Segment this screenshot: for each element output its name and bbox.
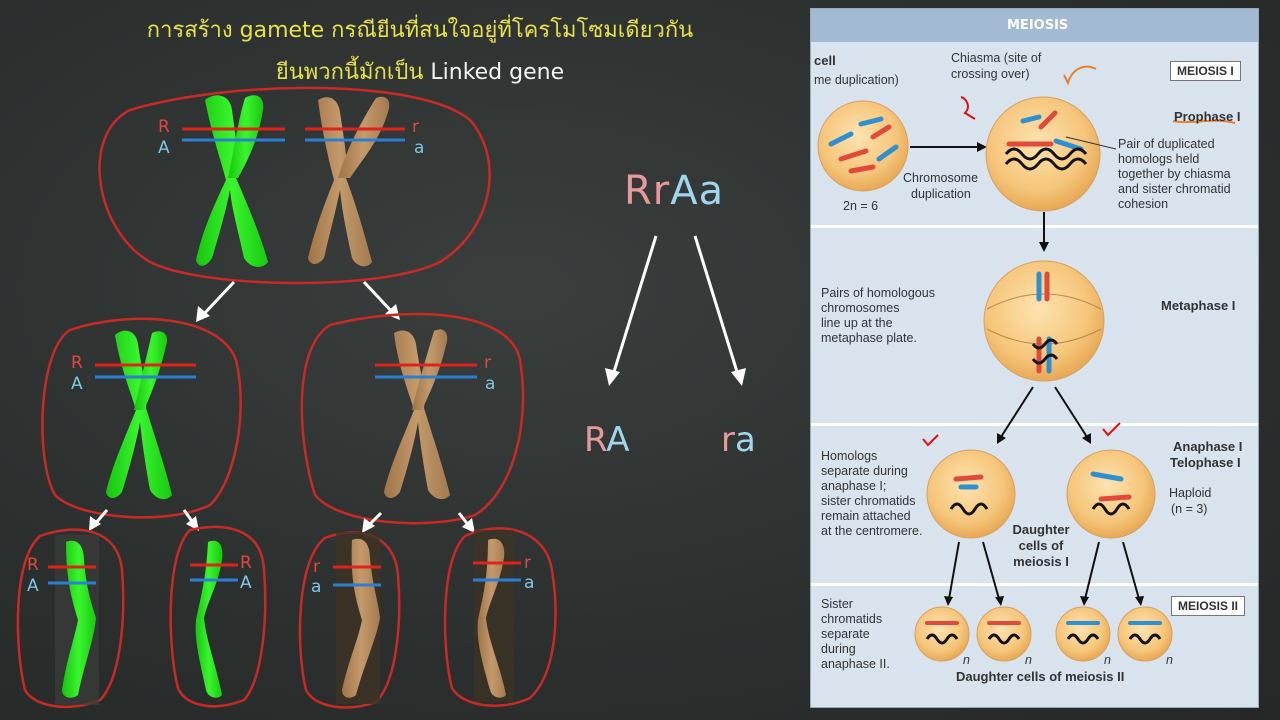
allele-label-R: R <box>27 555 39 575</box>
pair-text-line: together by chiasma <box>1118 167 1231 181</box>
genotype-formula: RrAa <box>624 168 724 214</box>
gamete-3-tan-chromatid <box>342 538 380 698</box>
allele-label-R: R <box>158 117 170 137</box>
sister-text-line: anaphase II. <box>821 657 890 671</box>
genotype-Aa: Aa <box>670 168 725 214</box>
gamete-ra-a: a <box>734 420 756 460</box>
two-n-label: 2n = 6 <box>843 199 879 213</box>
n-label: n <box>1025 653 1032 667</box>
cell-sublabel: me duplication) <box>814 73 899 87</box>
allele-label-a: a <box>485 374 496 394</box>
section-divider <box>811 423 1258 426</box>
daughter1-line: meiosis I <box>1013 554 1069 569</box>
metaphase-text-line: chromosomes <box>821 301 900 315</box>
daughter-cells-2-label: Daughter cells of meiosis II <box>956 669 1125 684</box>
meiosis-figure: MEIOSIS <box>810 8 1259 708</box>
allele-label-a: a <box>414 138 425 158</box>
sister-text-line: chromatids <box>821 612 883 626</box>
meiosis-1-tag: MEIOSIS I <box>1170 61 1241 81</box>
gamete-ra: ra <box>721 420 756 460</box>
sister-text-line: separate <box>821 627 870 641</box>
metaphase-description: Pairs of homologous chromosomes line up … <box>821 286 935 346</box>
gamete-cell-4-outline <box>443 527 557 707</box>
gamete-cell-1-outline <box>16 528 125 709</box>
gamete-1-green-chromatid <box>62 540 96 698</box>
haploid-n-label: (n = 3) <box>1171 502 1208 516</box>
allele-label-r: r <box>412 117 419 137</box>
anaphase-text-line: at the centromere. <box>821 524 923 538</box>
genotype-Rr: Rr <box>624 168 671 214</box>
gamete-RA: RA <box>584 420 630 460</box>
allele-label-a: a <box>311 577 322 597</box>
gamete-cell-2-outline <box>169 525 267 708</box>
allele-label-A: A <box>240 573 252 593</box>
metaphase-text-line: line up at the <box>821 316 893 330</box>
chromosome-duplication-label-2: duplication <box>911 187 971 201</box>
parent-tan-chromosome <box>308 96 390 267</box>
allele-label-R: R <box>71 353 83 373</box>
gamete-RA-R: R <box>584 420 607 460</box>
prophase-label: Prophase I <box>1174 109 1241 124</box>
allele-label-r: r <box>313 557 320 577</box>
allele-label-a: a <box>524 573 535 593</box>
metaphase-label: Metaphase I <box>1161 298 1236 313</box>
anaphase-text-line: sister chromatids <box>821 494 916 508</box>
pair-text-line: and sister chromatid <box>1118 182 1231 196</box>
anaphase-text-line: anaphase I; <box>821 479 887 493</box>
allele-label-r: r <box>524 553 531 573</box>
n-label: n <box>1104 653 1111 667</box>
n-label: n <box>963 653 970 667</box>
haploid-label: Haploid <box>1169 486 1212 500</box>
allele-label-A: A <box>27 576 39 596</box>
mid-green-chromosome <box>106 330 172 500</box>
subtitle-linked-gene: Linked gene <box>430 60 565 85</box>
sister-chromatids-description: Sister chromatids separate during anapha… <box>821 597 890 672</box>
daughter-cells-1-label: Daughter cells of meiosis I <box>1011 522 1071 570</box>
daughter1-line: cells of <box>1018 538 1064 553</box>
sister-text-line: Sister <box>821 597 853 611</box>
metaphase-text-line: Pairs of homologous <box>821 286 935 300</box>
mid-tan-chromosome <box>384 329 450 500</box>
allele-label-A: A <box>158 138 170 158</box>
anaphase-text-line: Homologs <box>821 449 878 463</box>
chromosome-duplication-label-1: Chromosome <box>903 171 979 185</box>
chiasma-label-1: Chiasma (site of <box>951 51 1042 65</box>
section-divider <box>811 583 1258 586</box>
pair-description: Pair of duplicated homologs held togethe… <box>1118 137 1231 212</box>
metaphase-text-line: metaphase plate. <box>821 331 917 345</box>
subtitle-thai: ยีนพวกนี้มักเป็น <box>275 60 424 85</box>
allele-label-r: r <box>484 353 491 373</box>
figure-header: MEIOSIS <box>811 9 1258 42</box>
telophase-label: Telophase I <box>1170 455 1241 470</box>
n-label: n <box>1166 653 1173 667</box>
chiasma-label-2: crossing over) <box>951 67 1030 81</box>
pair-text-line: Pair of duplicated <box>1118 137 1215 151</box>
gamete-ra-r: r <box>721 420 735 460</box>
chromosome-diagram <box>16 86 746 709</box>
pair-text-line: homologs held <box>1118 152 1200 166</box>
allele-label-R: R <box>240 553 252 573</box>
slide-title: การสร้าง gamete กรณียีนที่สนใจอยู่ที่โคร… <box>146 18 694 43</box>
daughter1-line: Daughter <box>1012 522 1070 537</box>
parent-cell-outline <box>98 86 491 285</box>
section-divider <box>811 225 1258 228</box>
anaphase-text-line: remain attached <box>821 509 911 523</box>
cell-label: cell <box>814 53 836 68</box>
meiosis-2-tag: MEIOSIS II <box>1171 596 1246 616</box>
anaphase-description: Homologs separate during anaphase I; sis… <box>821 449 922 539</box>
anaphase-text-line: separate during <box>821 464 908 478</box>
allele-label-A: A <box>71 374 83 394</box>
gamete-RA-A: A <box>606 420 630 460</box>
meiosis-cells-drawing <box>817 65 1236 662</box>
anaphase-label: Anaphase I <box>1173 439 1243 454</box>
mid-right-cell-outline <box>300 312 525 525</box>
sister-text-line: during <box>821 642 856 656</box>
parent-green-chromosome <box>196 95 268 267</box>
slide-subtitle: ยีนพวกนี้มักเป็น Linked gene <box>0 54 840 89</box>
mid-left-cell-outline <box>41 317 242 519</box>
pair-text-line: cohesion <box>1118 197 1169 211</box>
